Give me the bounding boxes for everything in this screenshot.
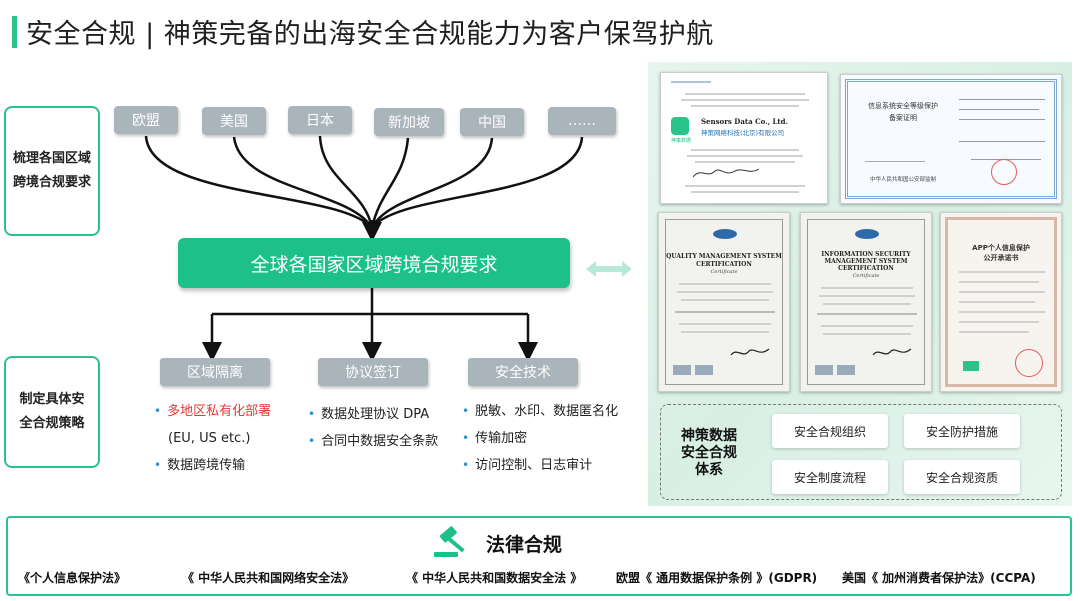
mlps-issuer: 中华人民共和国公安部监制: [869, 177, 936, 183]
signature-icon: [730, 348, 770, 356]
connector-more: [370, 136, 584, 229]
list-item: •合同中数据安全条款: [308, 434, 439, 449]
system-item-qualification: 安全合规资质: [904, 460, 1020, 494]
cmmi-logo-text: 神策数据: [670, 138, 691, 144]
official-seal-icon: [991, 159, 1017, 185]
bullet-icon: •: [462, 458, 470, 472]
iso9001-sub: CERTIFICATION: [696, 261, 752, 268]
list-item: •访问控制、日志审计: [462, 458, 593, 473]
cmmi-company-en: Sensors Data Co., Ltd.: [701, 117, 789, 126]
double-arrow-icon: [586, 261, 632, 277]
accreditation-logo-icon: [673, 365, 691, 375]
connector-us: [232, 136, 374, 229]
flow-connectors: [144, 135, 584, 362]
law-compliance-title: 法律合规: [486, 534, 563, 556]
connector-eu: [144, 135, 373, 229]
system-item-protection: 安全防护措施: [904, 414, 1020, 448]
category-region-isolation: 区域隔离: [160, 358, 270, 386]
mlps-title-line2: 备案证明: [889, 114, 917, 122]
iso9001-head: QUALITY MANAGEMENT SYSTEM: [666, 253, 782, 260]
law-item-gdpr: 欧盟《 通用数据保护条例 》(GDPR): [616, 571, 818, 585]
law-item-data-security: 《 中华人民共和国数据安全法 》: [406, 571, 583, 585]
sensors-logo-icon: [963, 361, 979, 371]
signature-icon: [692, 168, 760, 178]
global-requirements-banner: 全球各国家区域跨境合规要求: [178, 238, 570, 288]
region-tag-eu: 欧盟: [114, 106, 178, 134]
law-compliance-box: [6, 516, 1072, 596]
bullet-icon: •: [462, 404, 470, 418]
page-title: 安全合规 | 神策完备的出海安全合规能力为客户保驾护航: [26, 19, 714, 50]
iso27001-head: INFORMATION SECURITY: [821, 251, 911, 258]
official-seal-icon: [1015, 349, 1043, 377]
bullet-icon: •: [154, 404, 162, 418]
iso27001-cert: Certificate: [852, 273, 880, 279]
region-tag-us: 美国: [202, 107, 266, 135]
list-item: •脱敏、水印、数据匿名化: [462, 404, 619, 419]
iso9001-cert: Certificate: [710, 269, 738, 275]
bullet-icon: •: [308, 434, 316, 448]
system-item-process: 安全制度流程: [772, 460, 888, 494]
sort-requirements-box: 梳理各国区域 跨境合规要求: [4, 106, 100, 236]
connector-japan: [318, 135, 374, 229]
bullet-icon: •: [462, 431, 470, 445]
mlps-certificate-image: 信息系统安全等级保护 备案证明 中华人民共和国公安部监制: [840, 74, 1062, 204]
list-item: •数据跨境传输: [154, 458, 246, 473]
category-security-tech: 安全技术: [468, 358, 578, 386]
cert-emblem-icon: [855, 229, 879, 239]
cmmi-company-cn: 神策网络科技(北京)有限公司: [701, 129, 785, 137]
list-item: •数据处理协议 DPA: [308, 407, 430, 422]
security-system-box: [660, 404, 1062, 500]
define-strategy-box: 制定具体安 全合规策略: [4, 356, 100, 468]
sensors-logo-icon: [671, 117, 689, 135]
list-item: •传输加密: [462, 431, 528, 446]
connector-singapore: [370, 137, 410, 229]
list-item: •多地区私有化部署: [154, 404, 272, 419]
gavel-icon: [434, 526, 465, 557]
mlps-title-line1: 信息系统安全等级保护: [868, 102, 938, 110]
app-pledge-line1: APP个人信息保护: [972, 244, 1030, 252]
region-tag-singapore: 新加坡: [374, 108, 444, 136]
category-agreement: 协议签订: [318, 358, 428, 386]
law-item-pipl: 《个人信息保护法》: [18, 571, 127, 585]
app-pledge-line2: 公开承诺书: [983, 254, 1019, 262]
title-accent-bar: [12, 16, 17, 48]
agreement-list: •数据处理协议 DPA •合同中数据安全条款: [308, 401, 438, 455]
security-tech-list: •脱敏、水印、数据匿名化 •传输加密 •访问控制、日志审计: [462, 398, 618, 479]
system-item-organization: 安全合规组织: [772, 414, 888, 448]
iso-security-certificate-image: INFORMATION SECURITY MANAGEMENT SYSTEM C…: [800, 212, 932, 392]
define-strategy-line2: 全合规策略: [19, 416, 85, 431]
iso27001-head2: MANAGEMENT SYSTEM: [824, 258, 908, 265]
bullet-icon: •: [154, 458, 162, 472]
accreditation-logo-icon: [815, 365, 833, 375]
accreditation-logo-icon: [695, 365, 713, 375]
region-isolation-list: •多地区私有化部署 (EU, US etc.) •数据跨境传输: [154, 398, 271, 479]
iso27001-sub: CERTIFICATION: [838, 265, 894, 272]
define-strategy-line1: 制定具体安: [19, 392, 85, 407]
cert-emblem-icon: [713, 229, 737, 239]
signature-icon: [872, 348, 912, 356]
list-item: (EU, US etc.): [168, 431, 251, 446]
region-tag-japan: 日本: [288, 106, 352, 134]
security-system-title: 神策数据 安全合规 体系: [681, 428, 737, 478]
sort-requirements-line1: 梳理各国区域: [12, 151, 91, 166]
sort-requirements-line2: 跨境合规要求: [12, 175, 91, 190]
cmmi-certificate-image: 神策数据 Sensors Data Co., Ltd. 神策网络科技(北京)有限…: [660, 72, 828, 204]
bullet-icon: •: [308, 407, 316, 421]
app-privacy-pledge-image: APP个人信息保护 公开承诺书: [940, 212, 1062, 392]
region-tag-china: 中国: [460, 108, 524, 136]
connector-china: [370, 137, 494, 229]
law-item-ccpa: 美国《 加州消费者保护法》(CCPA): [842, 571, 1036, 585]
accreditation-logo-icon: [837, 365, 855, 375]
law-item-cybersecurity: 《 中华人民共和国网络安全法》: [182, 571, 355, 585]
iso-quality-certificate-image: QUALITY MANAGEMENT SYSTEM CERTIFICATION …: [658, 212, 790, 392]
region-tag-more: ……: [548, 107, 616, 135]
